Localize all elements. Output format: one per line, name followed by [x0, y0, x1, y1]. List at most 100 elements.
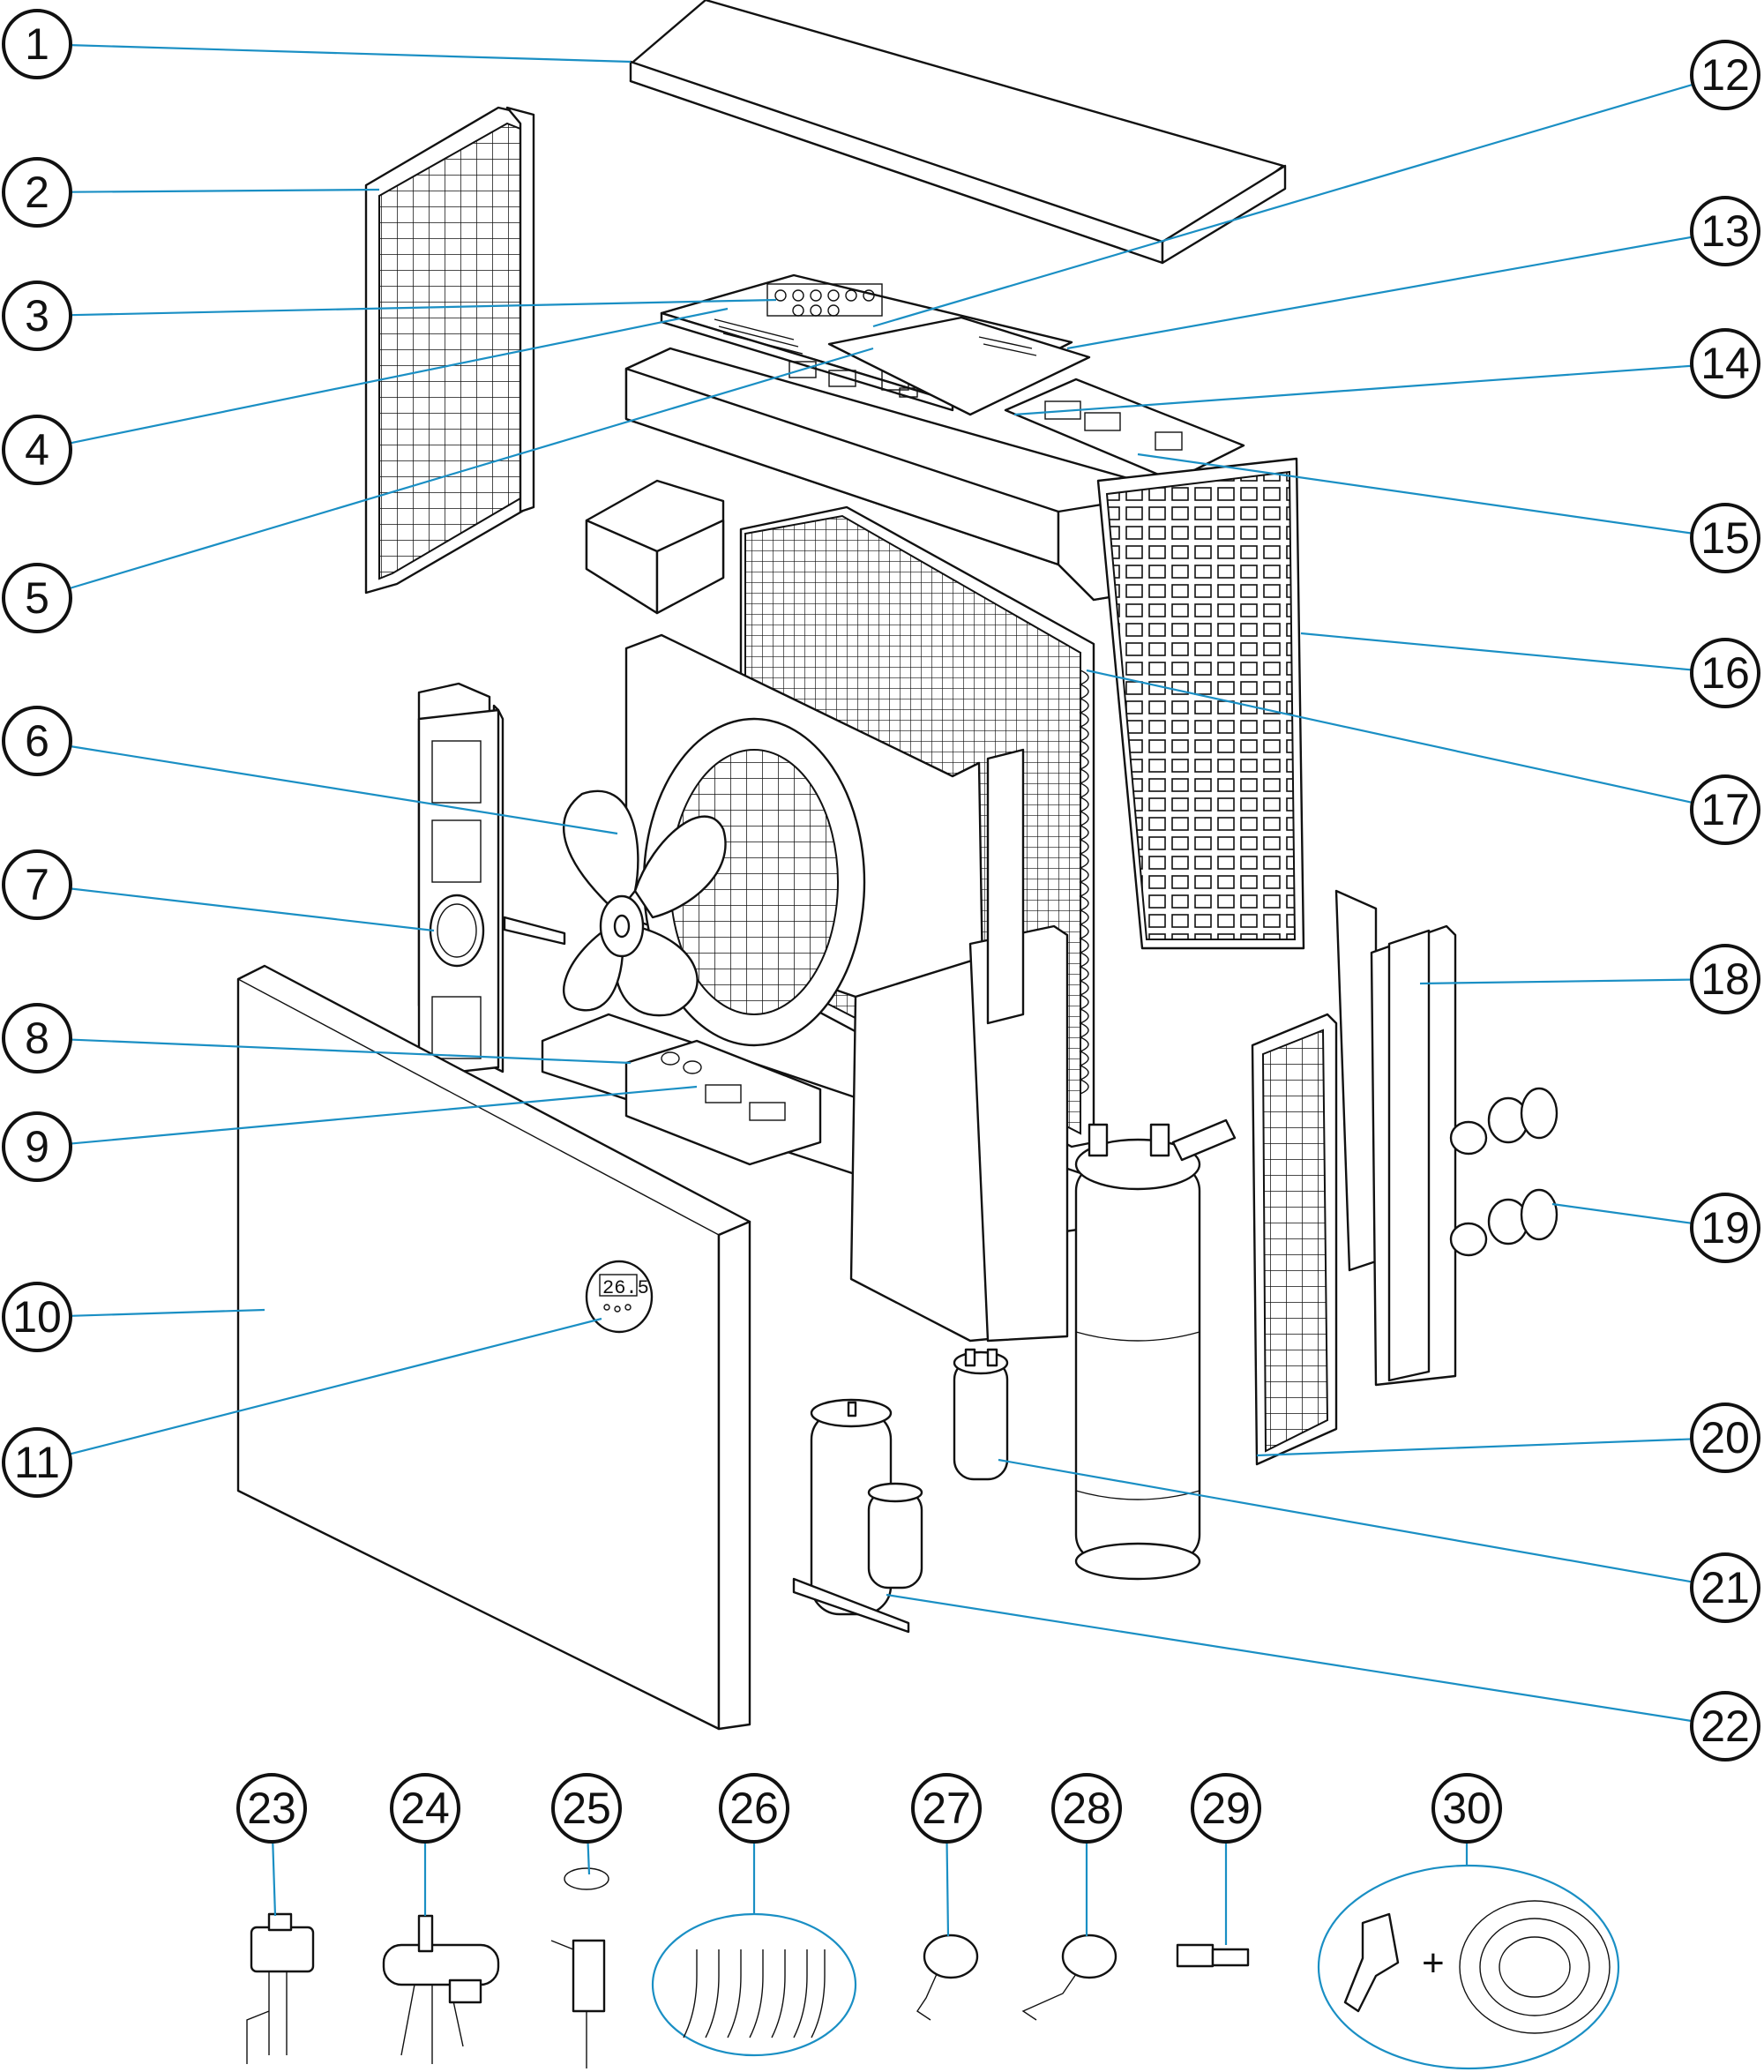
leader-line-5 [69, 347, 874, 590]
part-18-side-panel [1334, 889, 1457, 1387]
leader-line-13 [1066, 236, 1693, 350]
callout-15: 15 [1690, 503, 1760, 573]
callout-circle-17 [1690, 774, 1760, 845]
part-11-controller-display: 26.5 [585, 1260, 654, 1334]
callout-circle-3 [2, 281, 72, 351]
callout-26: 26 [719, 1773, 789, 1844]
callout-number-27: 27 [922, 1784, 971, 1833]
part-21-compressor [1074, 1118, 1237, 1581]
callout-11: 11 [2, 1427, 72, 1498]
callout-number-25: 25 [562, 1784, 611, 1833]
callout-circle-8 [2, 1003, 72, 1073]
callout-number-14: 14 [1700, 339, 1750, 388]
leader-line-6 [70, 744, 618, 835]
callout-circle-23 [236, 1773, 307, 1844]
leader-line-20 [1256, 1438, 1693, 1457]
callout-number-11: 11 [14, 1438, 60, 1487]
part-fan-shroud-wall [624, 633, 985, 1047]
callout-number-16: 16 [1700, 648, 1750, 698]
callout-circle-30 [1431, 1773, 1502, 1844]
part-24-four-way-valve [382, 1914, 500, 2064]
callout-16: 16 [1690, 638, 1760, 708]
callout-7: 7 [2, 849, 72, 920]
callout-number-2: 2 [25, 168, 49, 217]
callout-number-13: 13 [1700, 206, 1750, 256]
callout-14: 14 [1690, 328, 1760, 399]
part-10-front-panel [236, 964, 751, 1731]
callout-24: 24 [390, 1773, 460, 1844]
callout-1: 1 [2, 9, 72, 79]
leader-line-21 [998, 1458, 1693, 1583]
leader-line-17 [1086, 669, 1693, 804]
leader-line-14 [1013, 364, 1693, 416]
callout-circle-26 [719, 1773, 789, 1844]
callout-circle-16 [1690, 638, 1760, 708]
callout-circle-28 [1051, 1773, 1122, 1844]
part-partition [849, 748, 1069, 1343]
callout-circle-7 [2, 849, 72, 920]
part-30-drain-kit: + [1317, 1864, 1620, 2070]
part-23-expansion-valve [246, 1912, 315, 2064]
part-block [585, 479, 725, 615]
callout-30: 30 [1431, 1773, 1502, 1844]
leader-line-18 [1419, 978, 1693, 985]
callout-23: 23 [236, 1773, 307, 1844]
callout-10: 10 [2, 1282, 72, 1352]
callout-4: 4 [2, 415, 72, 485]
leader-line-4 [70, 307, 729, 445]
callout-number-12: 12 [1700, 50, 1750, 100]
leader-line-7 [70, 887, 435, 932]
callout-21: 21 [1690, 1552, 1760, 1623]
callout-circle-15 [1690, 503, 1760, 573]
callout-number-3: 3 [25, 291, 49, 340]
callout-circle-2 [2, 157, 72, 228]
callout-number-4: 4 [25, 425, 49, 475]
callout-number-8: 8 [25, 1014, 49, 1063]
callout-number-22: 22 [1700, 1702, 1750, 1751]
callout-13: 13 [1690, 196, 1760, 266]
leader-line-23 [272, 1841, 277, 1917]
callout-circle-13 [1690, 196, 1760, 266]
callout-number-24: 24 [400, 1784, 450, 1833]
callout-circle-10 [2, 1282, 72, 1352]
callout-2: 2 [2, 157, 72, 228]
callout-number-29: 29 [1201, 1784, 1251, 1833]
callout-circle-25 [551, 1773, 622, 1844]
leader-line-15 [1137, 453, 1693, 535]
leader-line-16 [1300, 632, 1693, 671]
leader-line-8 [70, 1038, 632, 1065]
leader-line-3 [70, 298, 777, 317]
leader-line-12 [872, 83, 1693, 328]
callout-circle-1 [2, 9, 72, 79]
callout-number-23: 23 [247, 1784, 296, 1833]
leader-line-25 [587, 1841, 591, 1875]
leader-line-10 [70, 1308, 265, 1317]
leader-line-19 [1551, 1202, 1693, 1224]
part-22-accumulator [792, 1398, 923, 1634]
callout-number-17: 17 [1700, 785, 1750, 834]
callout-circle-19 [1690, 1193, 1760, 1263]
callout-number-9: 9 [25, 1122, 49, 1171]
leader-line-27 [946, 1841, 950, 1937]
callout-circle-18 [1690, 944, 1760, 1014]
callout-27: 27 [911, 1773, 982, 1844]
callout-25: 25 [551, 1773, 622, 1844]
callout-29: 29 [1191, 1773, 1261, 1844]
accessory-plus-sign: + [1422, 1941, 1445, 1985]
display-readout: 26.5 [602, 1277, 649, 1299]
callout-circle-11 [2, 1427, 72, 1498]
part-19-water-connectors [1449, 1087, 1558, 1257]
part-6-fan-blade [562, 789, 727, 1017]
callout-circle-21 [1690, 1552, 1760, 1623]
part-1-top-cover [629, 0, 1287, 265]
part-13-14-15-electric-box [827, 316, 1245, 482]
parts-drawing: 26.5 [236, 0, 1620, 2070]
callout-17: 17 [1690, 774, 1760, 845]
part-27-pressure-switch [916, 1934, 979, 2021]
callout-9: 9 [2, 1111, 72, 1182]
callout-28: 28 [1051, 1773, 1122, 1844]
leader-lines [69, 44, 1693, 1945]
callout-circle-22 [1690, 1691, 1760, 1762]
callout-12: 12 [1690, 40, 1760, 110]
